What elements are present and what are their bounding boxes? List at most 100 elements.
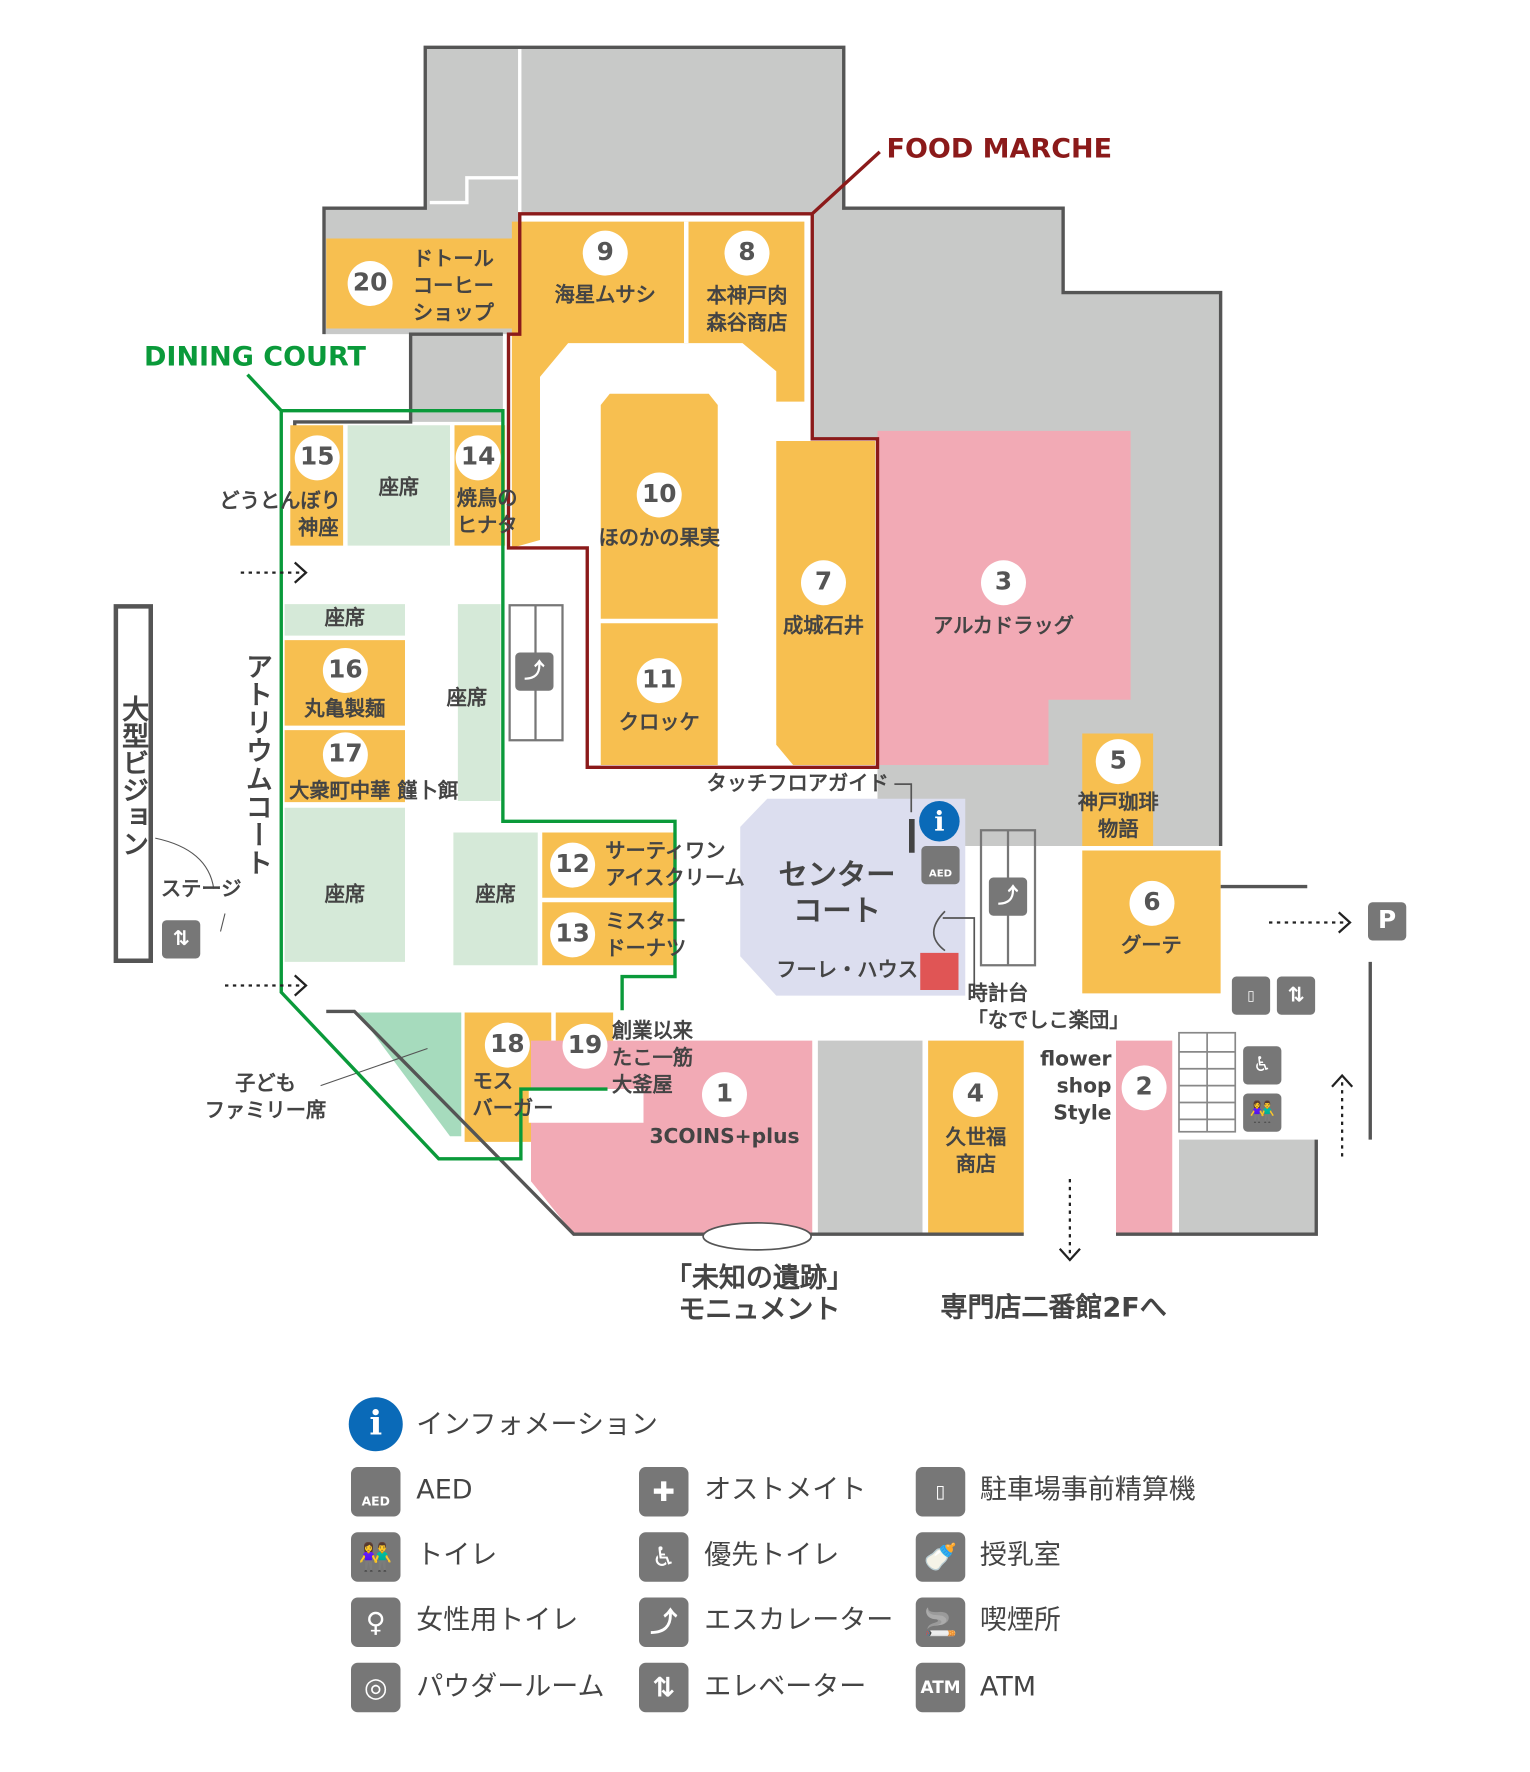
info-icon[interactable]: i — [919, 801, 960, 842]
legend-label: エスカレーター — [704, 1604, 894, 1636]
elevator-icon: ⇅ — [639, 1662, 689, 1713]
shop-name: コーヒー — [412, 274, 494, 299]
elevator-icon: ⇅ — [162, 920, 201, 959]
seat-area — [284, 807, 405, 962]
shop-number: 2 — [1121, 1065, 1167, 1111]
shop-name: たこ一筋 — [612, 1046, 693, 1070]
shop-name: ヒナタ — [456, 514, 518, 538]
shop-name: グーテ — [1121, 933, 1182, 958]
shop-name: クロッケ — [618, 711, 700, 735]
shop-name: 焼鳥の — [456, 487, 518, 511]
seat-label: 座席 — [446, 686, 488, 710]
parking-payment-icon: ▯ — [915, 1467, 966, 1517]
seat-area — [284, 604, 405, 636]
outer-wall — [1116, 1139, 1318, 1236]
shop-name: どうとんぼり — [219, 489, 341, 513]
seat-area — [347, 425, 450, 546]
shop-area-8-9 — [511, 221, 805, 548]
legend-label: ATM — [979, 1670, 1037, 1703]
legend-label: オストメイト — [704, 1473, 867, 1506]
kids-family-seat-label: 子ども ファミリー席 — [204, 1072, 327, 1123]
shop-number: 13 — [550, 912, 596, 958]
accessible-restroom-icon: ♿ — [1243, 1046, 1282, 1085]
escalator-icon: ⤴ — [515, 652, 554, 691]
to-annex-2f-label[interactable]: 専門店二番館2Fへ — [940, 1291, 1167, 1324]
shop-name: サーティワン — [605, 839, 726, 863]
clock-tower-label: 時計台 「なでしこ楽団」 — [967, 982, 1130, 1033]
shop-number: 4 — [952, 1072, 998, 1118]
touch-floor-guide-kiosk — [909, 819, 915, 853]
shop-number: 5 — [1095, 739, 1141, 785]
escalator-icon: ⤴ — [988, 877, 1028, 916]
seat-label: 座席 — [475, 883, 516, 907]
shop-number: 8 — [724, 230, 770, 276]
shop-name: アイスクリーム — [605, 866, 745, 890]
seat-area — [453, 832, 538, 966]
shop-name: ミスター — [605, 910, 687, 934]
shop-name: 3COINS+plus — [649, 1125, 800, 1149]
touch-floor-guide-label[interactable]: タッチフロアガイド — [706, 771, 889, 796]
info-icon: i — [348, 1397, 403, 1452]
legend-label: 授乳室 — [979, 1539, 1061, 1571]
aed-icon: AED — [351, 1467, 401, 1517]
nursing-room-icon: 🍼 — [915, 1532, 966, 1582]
food-marche-label: FOOD MARCHE — [886, 132, 1113, 165]
parking-payment-icon: ▯ — [1231, 976, 1271, 1015]
big-vision-label: 大型ビジョン — [117, 695, 149, 858]
shop-name: 大釜屋 — [612, 1073, 673, 1097]
entrance-arrows — [225, 561, 1354, 1262]
shop-number: 17 — [322, 732, 368, 778]
shop-name: 商店 — [955, 1153, 997, 1177]
dining-court-outline — [279, 410, 608, 1161]
parking-icon[interactable]: P — [1368, 902, 1407, 941]
shop-name: Style — [1053, 1101, 1112, 1125]
outer-wall — [293, 332, 503, 428]
legend-label: パウダールーム — [416, 1670, 605, 1703]
legend-label: 駐車場事前精算機 — [979, 1473, 1196, 1506]
back-area — [817, 1040, 923, 1235]
shop-number: 1 — [702, 1072, 747, 1118]
shop-number: 10 — [636, 472, 682, 518]
outer-wall — [322, 45, 1223, 846]
seat-area — [457, 604, 501, 801]
accessible-restroom-icon: ♿ — [639, 1532, 689, 1582]
womens-restroom-icon: ♀ — [351, 1597, 401, 1647]
big-vision-screen — [113, 604, 153, 963]
seat-label: 座席 — [378, 475, 420, 500]
shop-name: 神戸珈琲 — [1077, 790, 1159, 815]
legend-label: 喫煙所 — [979, 1604, 1061, 1636]
shop-name: モス — [472, 1069, 514, 1094]
restroom-icon: 👫 — [1243, 1093, 1282, 1132]
shop-name: shop — [1056, 1074, 1112, 1098]
monument — [702, 1222, 812, 1251]
shop-number: 14 — [455, 435, 501, 481]
shop-name: ドトール — [412, 247, 494, 272]
shop-name: flower — [1040, 1047, 1112, 1071]
shop-name: 物語 — [1098, 817, 1139, 842]
shop-number: 11 — [636, 658, 682, 704]
dining-court-outline — [246, 373, 677, 1011]
aed-icon: AED — [921, 846, 960, 885]
shop-number: 9 — [582, 230, 628, 276]
stage-label: ステージ — [160, 877, 242, 902]
legend-label: エレベーター — [704, 1670, 867, 1703]
shop-number: 18 — [484, 1022, 530, 1068]
inner-wall — [429, 176, 520, 205]
seat-label: 座席 — [324, 883, 366, 907]
shop-number: 15 — [294, 435, 340, 481]
shop-name: アルカドラッグ — [933, 614, 1074, 638]
restroom-icon: 👫 — [351, 1532, 401, 1582]
shop-name: 本神戸肉 — [706, 284, 788, 309]
shop-name: 成城石井 — [783, 614, 864, 638]
shop-name: 海星ムサシ — [554, 283, 656, 308]
dining-court-label: DINING COURT — [144, 340, 366, 373]
shop-name: ショップ — [412, 301, 494, 326]
seat-label: 座席 — [324, 606, 366, 630]
shop-name: 丸亀製麺 — [304, 697, 386, 722]
atrium-court-label: アトリウムコート — [240, 652, 273, 878]
legend-label: トイレ — [416, 1539, 498, 1571]
atm-icon: ATM — [915, 1662, 966, 1713]
fure-haus-label: フーレ・ハウス — [776, 958, 918, 983]
escalator-icon: ⤴ — [639, 1597, 689, 1647]
